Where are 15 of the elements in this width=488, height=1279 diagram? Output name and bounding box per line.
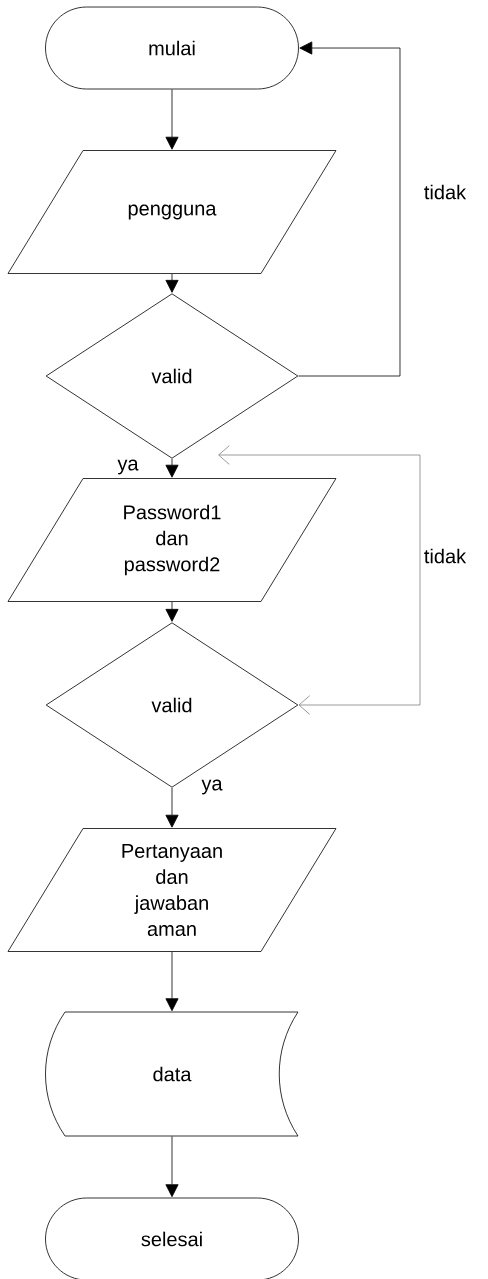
input-parallelogram: Pertanyaan dan jawaban aman — [7, 828, 337, 952]
arrow — [165, 89, 179, 150]
edge-label: tidak — [422, 547, 468, 565]
input-parallelogram: pengguna — [7, 150, 337, 274]
arrow — [218, 445, 421, 715]
arrow — [165, 951, 179, 1012]
arrow — [298, 41, 401, 377]
edge-label: tidak — [422, 183, 468, 201]
input-parallelogram: Password1 dan password2 — [7, 478, 337, 602]
arrow — [165, 458, 179, 478]
edge-label: ya — [116, 458, 140, 476]
arrow — [165, 787, 179, 828]
arrow — [165, 1136, 179, 1198]
arrow — [165, 273, 179, 293]
arrow — [165, 601, 179, 622]
